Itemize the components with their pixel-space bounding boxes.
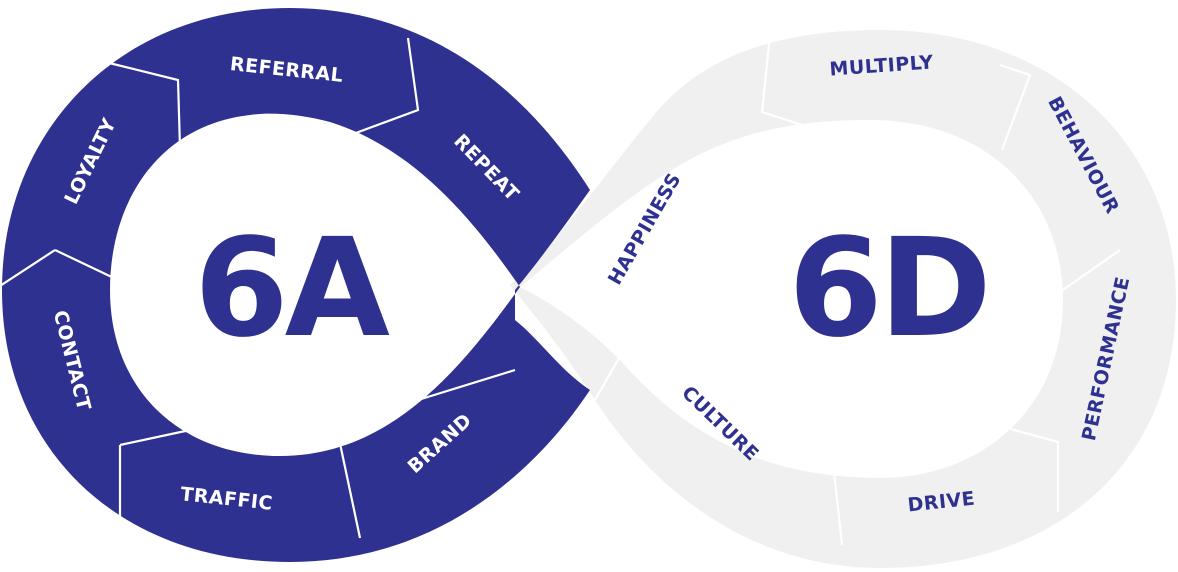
right-loop-band bbox=[510, 30, 1176, 568]
left-loop-band bbox=[2, 8, 590, 562]
left-segment-dividers bbox=[0, 37, 516, 539]
left-loop-title: 6A bbox=[194, 210, 390, 368]
right-segment-dividers bbox=[594, 34, 1121, 546]
right-loop-title: 6D bbox=[788, 210, 988, 368]
